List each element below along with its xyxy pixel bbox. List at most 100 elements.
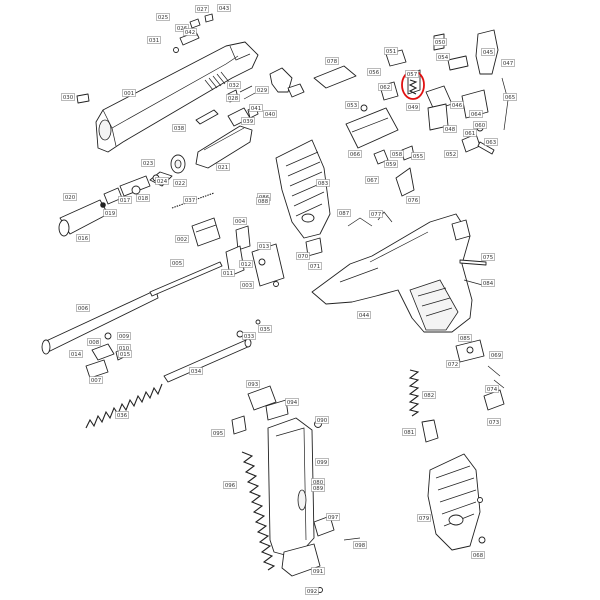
part-number-text: 048 [445,127,456,133]
part-number-text: 075 [483,255,493,261]
part-number-text: 080 [313,480,324,486]
part-label-043: 043 [217,4,231,12]
part-number-text: 028 [228,96,239,102]
part-number-text: 094 [287,400,298,406]
part-label-094: 094 [285,398,299,406]
inner-barrel [41,261,223,355]
part-label-042: 042 [183,28,197,36]
part-label-006: 006 [76,304,90,312]
part-number-text: 076 [408,198,419,204]
part-label-022: 022 [173,179,187,187]
part-label-096: 096 [223,481,237,489]
part-number-text: 095 [213,431,223,437]
part-label-033: 033 [242,332,256,340]
part-number-text: 017 [120,198,130,204]
part-label-064: 064 [469,110,483,118]
recoil-spring-036 [85,383,163,429]
part-number-text: 082 [424,393,434,399]
part-label-001: 001 [122,89,136,97]
part-label-002: 002 [175,235,189,243]
part-number-text: 090 [317,418,328,424]
part-number-text: 006 [78,306,89,312]
recoil-guide [163,338,252,383]
part-number-text: 007 [91,378,101,384]
chamber-blocks [191,217,285,338]
part-label-067: 067 [365,176,379,184]
part-label-004: 004 [233,217,247,225]
part-number-text: 042 [185,30,195,36]
part-label-063: 063 [484,138,498,146]
part-label-052: 052 [444,150,458,158]
part-number-text: 072 [448,362,458,368]
part-label-035: 035 [258,325,272,333]
magazine [231,385,361,593]
part-label-093: 093 [246,380,260,388]
part-label-073: 073 [487,418,501,426]
part-label-082: 082 [422,391,436,399]
part-number-text: 087 [339,211,349,217]
part-number-text: 008 [89,340,100,346]
part-number-text: 059 [386,162,397,168]
part-number-text: 009 [119,334,130,340]
part-number-text: 064 [471,112,482,118]
part-number-text: 098 [355,543,366,549]
part-label-039: 039 [241,117,255,125]
part-label-087: 087 [337,209,351,217]
safety-group [455,339,505,411]
part-label-026: 026 [175,24,189,32]
part-number-text: 018 [138,196,149,202]
part-number-text: 073 [489,420,499,426]
part-number-text: 057 [407,72,417,78]
part-number-text: 040 [265,112,276,118]
part-number-text: 050 [435,40,446,46]
part-number-text: 089 [313,486,324,492]
part-label-048: 048 [443,125,457,133]
part-label-055: 055 [411,152,425,160]
part-number-text: 004 [235,219,246,225]
part-label-090: 090 [315,416,329,424]
part-label-008: 008 [87,338,101,346]
part-label-021: 021 [216,163,230,171]
part-label-024: 024 [155,177,169,185]
part-number-text: 047 [503,61,513,67]
part-label-007: 007 [89,376,103,384]
part-number-text: 055 [413,154,423,160]
part-label-066: 066 [348,150,362,158]
part-label-068: 068 [471,551,485,559]
part-label-056: 056 [367,68,381,76]
part-label-003: 003 [240,281,254,289]
part-number-text: 026 [177,26,188,32]
part-label-036: 036 [115,411,129,419]
part-number-text: 088 [258,199,269,205]
part-number-text: 025 [158,15,168,21]
part-label-050: 050 [433,38,447,46]
part-label-034: 034 [189,367,203,375]
part-number-text: 081 [404,430,414,436]
part-number-text: 083 [318,181,328,187]
part-label-037: 037 [183,196,197,204]
part-label-075: 075 [481,253,495,261]
grip-panel-left [275,139,331,239]
part-number-text: 077 [371,212,381,218]
magazine-spring-096 [241,451,276,571]
part-label-029: 029 [255,86,269,94]
part-number-text: 011 [223,271,233,277]
part-number-text: 020 [65,195,76,201]
part-number-text: 005 [172,261,182,267]
part-number-text: 058 [392,152,403,158]
part-number-text: 039 [243,119,254,125]
part-label-009: 009 [117,332,131,340]
part-label-071: 071 [308,262,322,270]
part-number-text: 091 [313,569,323,575]
part-label-012: 012 [239,260,253,268]
part-number-text: 030 [63,95,74,101]
part-label-053: 053 [345,101,359,109]
part-number-text: 014 [71,352,82,358]
part-label-025: 025 [156,13,170,21]
part-number-text: 097 [328,515,338,521]
part-label-047: 047 [501,59,515,67]
part-label-095: 095 [211,429,225,437]
part-label-098: 098 [353,541,367,549]
part-label-089: 089 [311,484,325,492]
